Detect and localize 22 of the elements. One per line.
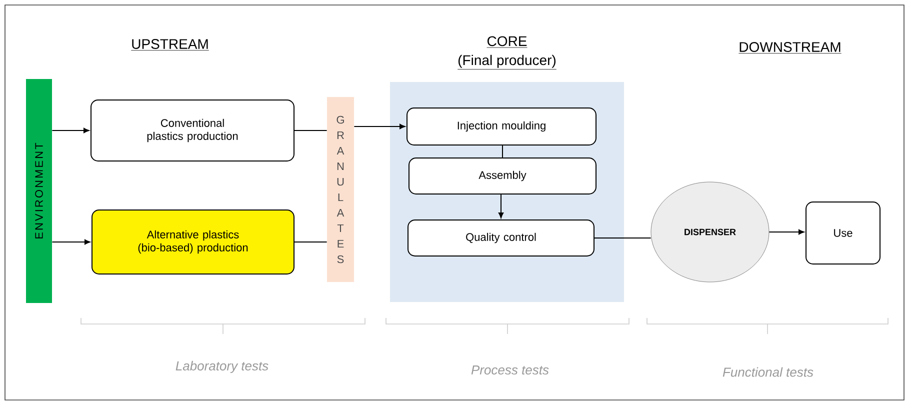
arrow bbox=[498, 194, 504, 218]
environment-bar: ENVIRONMENT bbox=[26, 79, 52, 303]
section-heading: UPSTREAM bbox=[130, 39, 210, 51]
arrow bbox=[52, 128, 90, 134]
process-box: Use bbox=[806, 202, 880, 264]
process-box: Injection moulding bbox=[406, 108, 596, 146]
process-box: Quality control bbox=[408, 220, 594, 256]
process-box: Alternative plastics (bio-based) production bbox=[92, 210, 294, 274]
arrow bbox=[52, 239, 90, 245]
section-heading: DOWNSTREAM bbox=[738, 42, 842, 54]
connector-line bbox=[294, 130, 328, 131]
test-label: Laboratory tests bbox=[176, 360, 268, 374]
node-label: (Final producer) bbox=[458, 54, 556, 68]
process-box: Assembly bbox=[408, 158, 596, 194]
node-label: CORE bbox=[487, 36, 527, 46]
connector-line bbox=[502, 145, 503, 158]
granulates-bar: GRANULATES bbox=[327, 97, 354, 282]
process-box: Conventional plastics production bbox=[90, 100, 294, 162]
test-label: Process tests bbox=[471, 365, 549, 375]
arrow bbox=[768, 229, 804, 235]
test-label: Functional tests bbox=[722, 367, 814, 377]
arrow bbox=[354, 124, 406, 130]
